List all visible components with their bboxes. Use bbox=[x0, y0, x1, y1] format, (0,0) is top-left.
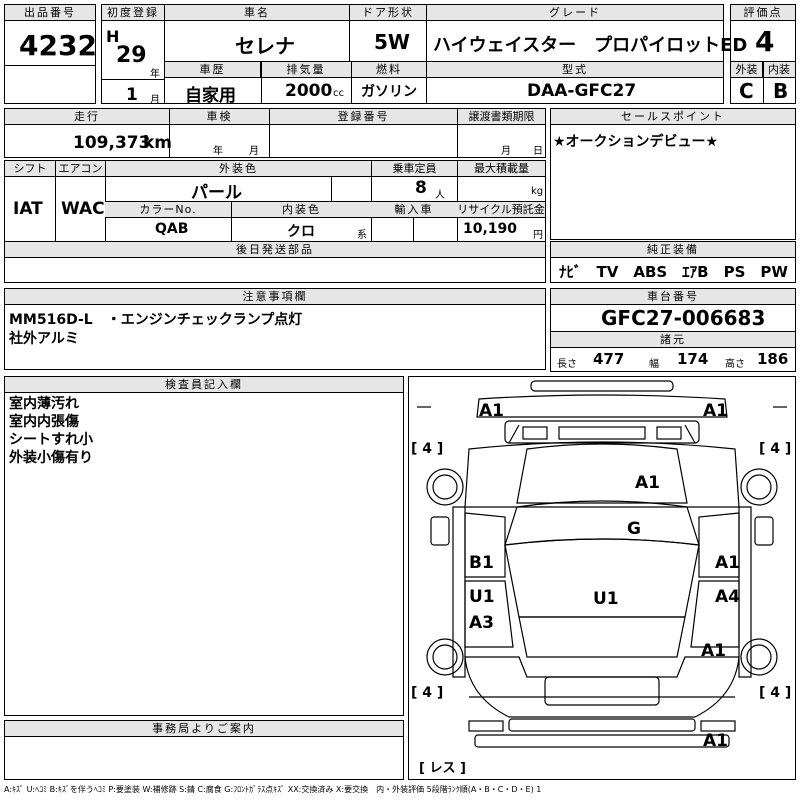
chassis-number: GFC27-006683 bbox=[601, 306, 766, 330]
reg-year: 29 bbox=[116, 43, 147, 68]
doors-value: 5W bbox=[374, 30, 410, 54]
chassis-box: 車台番号 GFC27-006683 諸元 長さ 477 幅 174 高さ 186 bbox=[550, 288, 796, 372]
spare-tire: [ レス ] bbox=[419, 761, 466, 776]
era: H bbox=[106, 27, 120, 46]
sales-point-text: ★オークションデビュー★ bbox=[553, 134, 719, 150]
notes-line-2: 社外アルミ bbox=[9, 331, 79, 347]
ext-color-value: パール bbox=[191, 183, 242, 203]
damage-roof: U1 bbox=[593, 589, 619, 609]
model-name: セレナ bbox=[235, 34, 295, 58]
first-reg-cell: 初度登録 H 29 年 1 月 bbox=[101, 4, 165, 106]
first-reg-header: 初度登録 bbox=[102, 5, 164, 21]
score-value: 4 bbox=[755, 25, 775, 58]
later-parts-box: 後日発送部品 bbox=[4, 241, 546, 283]
tire-rear-left: [ 4 ] bbox=[411, 685, 444, 701]
inspector-note-3: シートすれ小 bbox=[9, 432, 93, 448]
damage-windshield: G bbox=[627, 519, 641, 539]
interior-grade: B bbox=[773, 79, 789, 103]
lot-no-cell: 出品番号 4232 bbox=[4, 4, 97, 104]
tire-rear-right: [ 4 ] bbox=[759, 685, 792, 701]
lot-no: 4232 bbox=[19, 29, 97, 62]
inspector-note-4: 外装小傷有り bbox=[9, 450, 93, 466]
inspector-box: 検査員記入欄 室内薄汚れ 室内内張傷 シートすれ小 外装小傷有り bbox=[4, 376, 404, 716]
inspector-note-2: 室内内張傷 bbox=[9, 414, 79, 430]
inspector-note-1: 室内薄汚れ bbox=[9, 396, 79, 412]
car-diagram: A1 A1 A1 G B1 A1 U1 U1 A4 A3 A1 A1 [ 4 ]… bbox=[408, 376, 796, 780]
damage-front-right: A1 bbox=[703, 401, 728, 421]
mileage-block: 走行 車検 登録番号 譲渡書類期限 109,373 km 年 月 月 日 bbox=[4, 108, 546, 158]
damage-right-rear-door: A4 bbox=[715, 587, 740, 607]
tire-front-left: [ 4 ] bbox=[411, 441, 444, 457]
height-value: 186 bbox=[757, 350, 789, 368]
office-box: 事務局よりご案内 bbox=[4, 720, 404, 780]
history-row: 車歴 排気量 燃料 自家用 2000 cc ガソリン bbox=[164, 61, 427, 106]
equipment-list: ﾅﾋﾞ TV ABS ｴｱB PS PW bbox=[559, 263, 788, 281]
exterior-grade: C bbox=[739, 79, 754, 103]
shift-value: IAT bbox=[13, 199, 43, 219]
fuel-value: ガソリン bbox=[361, 84, 417, 100]
grade-value: ハイウェイスター プロパイロットED bbox=[433, 35, 748, 56]
capacity-value: 8 bbox=[415, 178, 427, 198]
int-color-value: クロ bbox=[287, 224, 315, 240]
ext-int-grade-cell: 外装 内装 C B bbox=[730, 61, 796, 104]
damage-right-front-door: A1 bbox=[715, 553, 740, 573]
score-cell: 評価点 4 bbox=[730, 4, 796, 62]
grade-cell: グレード ハイウェイスター プロパイロットED bbox=[426, 4, 747, 62]
recycle-value: 10,190 bbox=[463, 221, 518, 237]
mileage-value: 109,373 bbox=[73, 133, 151, 153]
displacement-value: 2000 bbox=[285, 81, 333, 101]
damage-right-rear-quarter: A1 bbox=[701, 641, 726, 661]
notes-line-1: MM516D-L ・エンジンチェックランプ点灯 bbox=[9, 312, 303, 328]
type-value: DAA-GFC27 bbox=[527, 81, 637, 101]
damage-hood: A1 bbox=[635, 473, 660, 493]
sales-point-box: セールスポイント ★オークションデビュー★ bbox=[550, 108, 796, 240]
reg-month: 1 bbox=[126, 85, 138, 105]
doors-cell: ドア形状 5W bbox=[349, 4, 427, 62]
color-no-value: QAB bbox=[155, 221, 189, 237]
damage-left-rear-quarter: A3 bbox=[469, 613, 494, 633]
width-value: 174 bbox=[677, 350, 709, 368]
damage-left-front-door: B1 bbox=[469, 553, 494, 573]
damage-rear: A1 bbox=[703, 731, 728, 751]
damage-front-left: A1 bbox=[479, 401, 504, 421]
aircon-value: WAC bbox=[61, 199, 105, 219]
model-cell: 車名 セレナ bbox=[164, 4, 350, 62]
legend: A:ｷｽﾞ U:ﾍｺﾐ B:ｷｽﾞを伴うﾍｺﾐ P:要塗装 W:補修跡 S:錆 … bbox=[4, 785, 542, 794]
damage-left-rear-door: U1 bbox=[469, 587, 495, 607]
length-value: 477 bbox=[593, 350, 625, 368]
equipment-box: 純正装備 ﾅﾋﾞ TV ABS ｴｱB PS PW bbox=[550, 241, 796, 283]
type-cell: 型式 DAA-GFC27 bbox=[426, 61, 724, 104]
spec-block: シフト エアコン 外装色 乗車定員 最大積載量 IAT WAC パール 8 人 … bbox=[4, 160, 546, 242]
lot-no-header: 出品番号 bbox=[5, 5, 95, 21]
tire-front-right: [ 4 ] bbox=[759, 441, 792, 457]
notes-box: 注意事項欄 MM516D-L ・エンジンチェックランプ点灯 社外アルミ bbox=[4, 288, 546, 370]
history-value: 自家用 bbox=[185, 86, 236, 106]
